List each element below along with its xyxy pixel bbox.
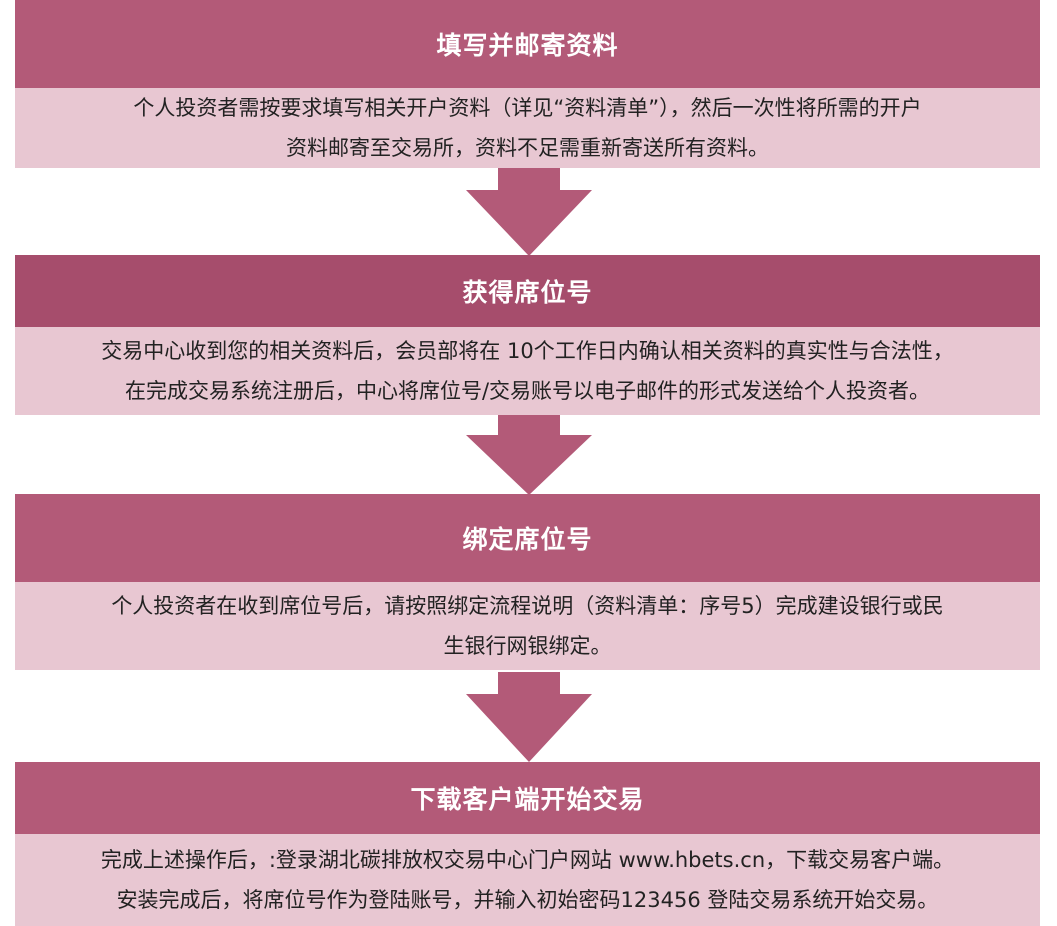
arrow-down-icon bbox=[466, 672, 592, 762]
step-1-description: 个人投资者需按要求填写相关开户资料（详见“资料清单”），然后一次性将所需的开户 … bbox=[15, 88, 1040, 168]
step-1-line-2: 资料邮寄至交易所，资料不足需重新寄送所有资料。 bbox=[285, 136, 769, 160]
step-4: 下载客户端开始交易 完成上述操作后，:登录湖北碳排放权交易中心门户网站 www.… bbox=[15, 762, 1040, 926]
arrow-down-icon bbox=[466, 415, 592, 495]
step-2-title: 获得席位号 bbox=[15, 255, 1040, 327]
step-1: 填写并邮寄资料 个人投资者需按要求填写相关开户资料（详见“资料清单”），然后一次… bbox=[15, 0, 1040, 168]
arrow-down-icon bbox=[466, 168, 592, 256]
step-3: 绑定席位号 个人投资者在收到席位号后，请按照绑定流程说明（资料清单：序号5）完成… bbox=[15, 494, 1040, 670]
step-4-description: 完成上述操作后，:登录湖北碳排放权交易中心门户网站 www.hbets.cn，下… bbox=[15, 834, 1040, 926]
step-4-title: 下载客户端开始交易 bbox=[15, 762, 1040, 834]
step-1-title: 填写并邮寄资料 bbox=[15, 0, 1040, 88]
step-4-line-1: 完成上述操作后，:登录湖北碳排放权交易中心门户网站 www.hbets.cn，下… bbox=[100, 848, 955, 872]
step-3-description: 个人投资者在收到席位号后，请按照绑定流程说明（资料清单：序号5）完成建设银行或民… bbox=[15, 582, 1040, 670]
step-3-line-2: 生银行网银绑定。 bbox=[443, 634, 612, 658]
step-4-line-2: 安装完成后，将席位号作为登陆账号，并输入初始密码123456 登陆交易系统开始交… bbox=[116, 888, 939, 912]
step-2-line-2: 在完成交易系统注册后，中心将席位号/交易账号以电子邮件的形式发送给个人投资者。 bbox=[124, 379, 931, 403]
step-3-line-1: 个人投资者在收到席位号后，请按照绑定流程说明（资料清单：序号5）完成建设银行或民 bbox=[111, 594, 944, 618]
step-2: 获得席位号 交易中心收到您的相关资料后，会员部将在 10个工作日内确认相关资料的… bbox=[15, 255, 1040, 415]
step-2-description: 交易中心收到您的相关资料后，会员部将在 10个工作日内确认相关资料的真实性与合法… bbox=[15, 327, 1040, 415]
step-2-line-1: 交易中心收到您的相关资料后，会员部将在 10个工作日内确认相关资料的真实性与合法… bbox=[101, 339, 954, 363]
step-1-line-1: 个人投资者需按要求填写相关开户资料（详见“资料清单”），然后一次性将所需的开户 bbox=[133, 96, 922, 120]
step-3-title: 绑定席位号 bbox=[15, 494, 1040, 582]
